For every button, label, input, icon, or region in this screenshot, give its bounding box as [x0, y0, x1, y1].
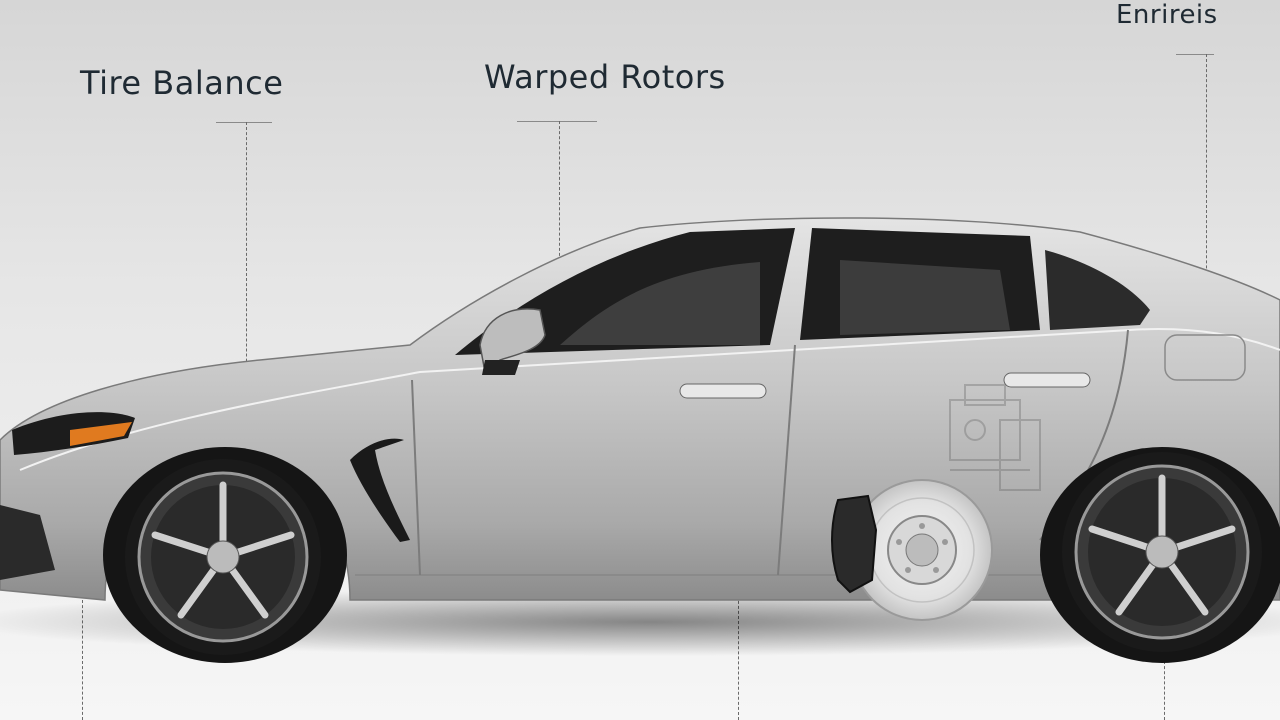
- callout-tick-warped-rotors: [517, 121, 597, 122]
- door-handle-rear: [1003, 372, 1091, 388]
- window-quarter: [1045, 250, 1150, 330]
- front-intake: [0, 505, 55, 580]
- fender-vent: [350, 438, 410, 542]
- window-glare: [560, 262, 760, 345]
- callout-tire-balance: Tire Balance: [80, 64, 284, 102]
- callout-warped-rotors: Warped Rotors: [484, 58, 726, 96]
- wheel-icon-rear: [1062, 452, 1262, 652]
- callout-tick-tire-balance: [216, 122, 272, 123]
- headlight-amber: [70, 422, 132, 446]
- brake-rotor-icon: [851, 479, 993, 621]
- fuel-door: [1164, 334, 1246, 381]
- door-seam-mid: [777, 344, 796, 576]
- engine-ghost: [949, 384, 1041, 491]
- brake-caliper-icon: [831, 494, 878, 594]
- callout-tick-third: [1176, 54, 1214, 55]
- leader-line-bottom-left: [82, 600, 83, 720]
- window-glare-rear: [840, 260, 1010, 335]
- side-mirror: [479, 308, 546, 374]
- callout-third: Enrireis: [1116, 0, 1218, 30]
- door-handle-front: [679, 383, 767, 399]
- wheel-icon: [125, 459, 321, 655]
- leader-line-tire-balance: [246, 122, 247, 422]
- leader-line-warped-rotors: [559, 121, 560, 261]
- door-seam-front: [411, 379, 421, 576]
- leader-line-third: [1206, 54, 1207, 364]
